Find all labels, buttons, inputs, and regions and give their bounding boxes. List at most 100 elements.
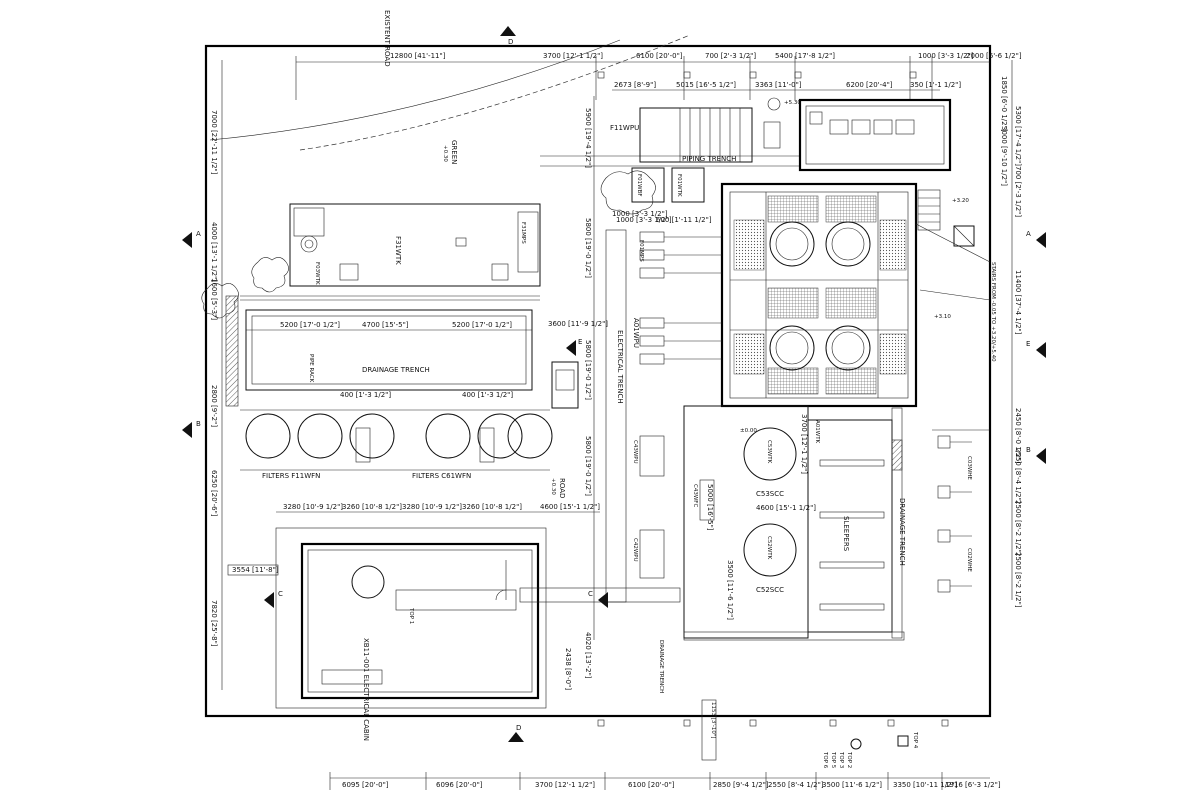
dim-f-3280a: 3280 [10'-9 1/2"] — [283, 503, 343, 511]
dim-sub-350: 350 [1'-1 1/2"] — [910, 81, 961, 89]
fan-2 — [825, 221, 871, 267]
electrical-room-top — [798, 98, 952, 172]
dim-f-4600: 4600 [15'-1 1/2"] — [540, 503, 600, 511]
c43wfc — [699, 479, 715, 521]
site-boundary — [204, 44, 992, 718]
left-dimension-chain: 7000 [22'-11 1/2"] 4000 [13'-1 1/2"] 160… — [210, 60, 223, 690]
c53wtk-label: C53WTK — [766, 440, 772, 464]
dim-right-2550: 2550 [8'-4 1/2"] — [1014, 448, 1022, 504]
revision-cloud-3 — [600, 170, 656, 215]
dim-left-7000: 7000 [22'-11 1/2"] — [210, 110, 218, 175]
dim-bot-6096: 6096 [20'-0"] — [436, 781, 483, 789]
section-b-right: B — [1026, 446, 1031, 454]
bottom-dimension-chain: 6095 [20'-0"] 6096 [20'-0"] 3700 [12'-1 … — [329, 772, 1001, 790]
dim-right-700: 700 [2'-3 1/2"] — [1014, 166, 1022, 217]
road-label: ROAD — [558, 478, 566, 498]
dim-m-5800c: 5800 [19'-0 1/2"] — [584, 436, 592, 496]
dim-sub-6200: 6200 [20'-4"] — [846, 81, 893, 89]
dim-m-3700: 3700 [12'-1 1/2"] — [800, 414, 808, 474]
stairs — [917, 189, 941, 231]
dim-left-7820: 7820 [25'-8"] — [210, 600, 218, 647]
filters-f11-label: FILTERS F11WFN — [262, 472, 320, 480]
right-dimension-chain: 1850 [6'-0 1/2"] 5300 [17'-4 1/2"] 3000 … — [1000, 60, 1022, 608]
sleepers-label: SLEEPERS — [842, 516, 850, 552]
dim-right-5300: 5300 [17'-4 1/2"] — [1014, 106, 1022, 166]
level-000-a: ±0.00 — [740, 428, 757, 434]
electrical-cabin-outline — [275, 527, 547, 709]
c43wpu-label: C43WPU — [632, 440, 638, 464]
c42wpu-label: C42WPU — [632, 538, 638, 562]
dim-m-1000: 1000 [3'-3 1/2"] — [616, 216, 672, 224]
c43wfc-label: C43WFC — [692, 484, 698, 507]
a01wtk-label: A01WTK — [814, 420, 820, 444]
dim-right-3000: 3000 [9'-10 1/2"] — [1000, 126, 1008, 186]
dim-top-700: 700 [2'-3 1/2"] — [705, 52, 756, 60]
level-320: +3.20 — [952, 198, 969, 204]
dim-t-5200b: 5200 [17'-0 1/2"] — [452, 321, 512, 329]
f03wtk-label: F03WTK — [314, 262, 320, 285]
existent-road-edge-2 — [299, 34, 691, 151]
dim-f-3280b: 3280 [10'-9 1/2"] — [402, 503, 462, 511]
dim-bot-3700: 3700 [12'-1 1/2"] — [535, 781, 595, 789]
dim-right-2500a: 2500 [8'-2 1/2"] — [1014, 500, 1022, 556]
f01wtk — [671, 167, 705, 203]
f31wtk-label: F31WTK — [394, 236, 402, 265]
fan-1 — [769, 221, 815, 267]
dim-t-400a: 400 [1'-3 1/2"] — [340, 391, 391, 399]
fig-1153: 1153 [3'-10"] — [710, 702, 716, 739]
c52wtk-label: C52WTK — [766, 536, 772, 560]
section-a-right: A — [1026, 230, 1031, 238]
dim-top-12800: 12800 [41'-11"] — [390, 52, 446, 60]
pipe-rack-label: PIPE RACK — [308, 354, 314, 383]
column-grid-ticks — [597, 71, 949, 727]
dim-f-3260b: 3260 [10'-8 1/2"] — [462, 503, 522, 511]
dim-top-3700: 3700 [12'-1 1/2"] — [543, 52, 603, 60]
fan-3 — [769, 325, 815, 371]
dim-bot-2850: 2850 [9'-4 1/2"] — [713, 781, 769, 789]
section-a-left: A — [196, 230, 201, 238]
dim-sub-1000: 1000 [3'-3 1/2"] — [612, 210, 668, 218]
f01wtk-label: F01WTK — [676, 174, 682, 197]
dim-left-1600: 1600 [5'-3"] — [210, 278, 218, 320]
f01wbf — [631, 167, 665, 203]
electrical-cabin — [300, 542, 540, 700]
dim-m-4600: 4600 [15'-1 1/2"] — [756, 504, 816, 512]
dim-bot-1916: 1916 [6'-3 1/2"] — [945, 781, 1001, 789]
dim-m-5800b: 5800 [19'-0 1/2"] — [584, 340, 592, 400]
cooling-tower-block — [720, 182, 918, 408]
electrical-cabin-label: XB11-001 ELECTRICAL CABIN — [362, 638, 370, 741]
top1-label: TOP 1 — [408, 607, 414, 624]
dim-right-2450: 2450 [8'-0 1/2"] — [1014, 408, 1022, 464]
f31wtk-tank — [289, 203, 541, 287]
dim-top-5400: 5400 [17'-8 1/2"] — [775, 52, 835, 60]
dim-top-2000: 2000 [6'-6 1/2"] — [966, 52, 1022, 60]
section-c-left: C — [278, 590, 283, 598]
c52scc-label: C52SCC — [756, 586, 784, 594]
top5-label: TOP 5 — [830, 751, 836, 769]
dim-sub-5015: 5015 [16'-5 1/2"] — [676, 81, 736, 89]
dim-right-2500b: 2500 [8'-2 1/2"] — [1014, 552, 1022, 608]
dim-t-400b: 400 [1'-3 1/2"] — [462, 391, 513, 399]
piping-trench-label: PIPING TRENCH — [682, 155, 736, 163]
section-d-top: D — [508, 38, 513, 46]
dim-left-2800: 2800 [9'-2"] — [210, 385, 218, 427]
level-530: +5.30 — [784, 100, 801, 106]
f01wbf-label: F01WBF — [636, 174, 642, 197]
electrical-trench — [605, 229, 627, 603]
c42wpu — [639, 529, 665, 579]
dim-bot-3500: 3500 [11'-6 1/2"] — [822, 781, 882, 789]
forklift — [551, 361, 579, 409]
fan-4 — [825, 325, 871, 371]
c43wpu — [639, 435, 665, 477]
electrical-trench-label: ELECTRICAL TRENCH — [616, 330, 624, 404]
dim-sub-600: 600 [1'-11 1/2"] — [656, 216, 712, 224]
c53wtk-tank — [743, 427, 797, 481]
a01wpu-label: A01WPU — [632, 318, 640, 348]
section-e-right: E — [1026, 340, 1030, 348]
dim-m-3600: 3600 [11'-9 1/2"] — [548, 320, 608, 328]
revision-cloud-1 — [251, 257, 289, 293]
existent-road-label: EXISTENT ROAD — [383, 10, 391, 67]
dim-m-5000: 5000 [16'-5"] — [706, 484, 714, 531]
section-e-left: E — [578, 338, 582, 346]
